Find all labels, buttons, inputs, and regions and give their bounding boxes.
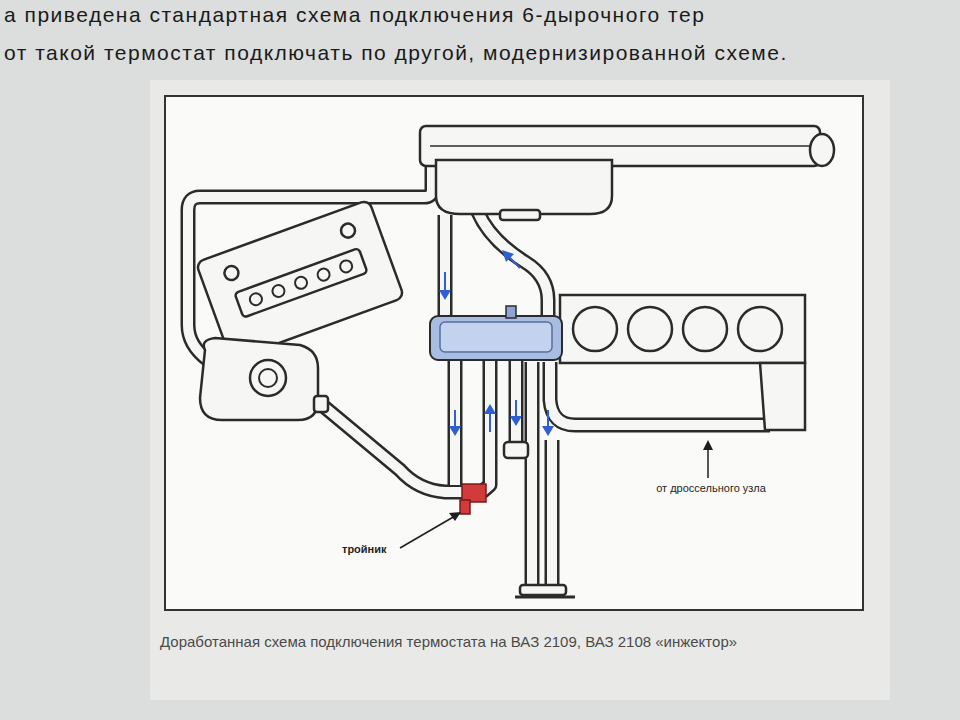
engine-block: [560, 295, 805, 430]
radiator: [420, 126, 834, 220]
part-label: тройник: [342, 543, 387, 557]
tee-fitting: [460, 500, 470, 514]
figure-caption: Доработанная схема подключения термостат…: [160, 630, 850, 654]
expansion-tank: [200, 338, 328, 420]
battery: [196, 200, 404, 361]
hoses: [188, 150, 770, 585]
heater-fitting: [520, 585, 566, 595]
hose-plug: [504, 442, 528, 458]
heater-flange: [515, 596, 575, 599]
part-label: от дроссельного узла: [656, 482, 766, 496]
page-text: от такой термостат подключать по другой,…: [4, 40, 788, 66]
page-text: а приведена стандартная схема подключени…: [4, 2, 705, 28]
thermostat: [430, 306, 562, 360]
flow-arrows: [439, 250, 554, 436]
diagram-frame: [165, 96, 863, 610]
screen-panel: [150, 80, 890, 700]
